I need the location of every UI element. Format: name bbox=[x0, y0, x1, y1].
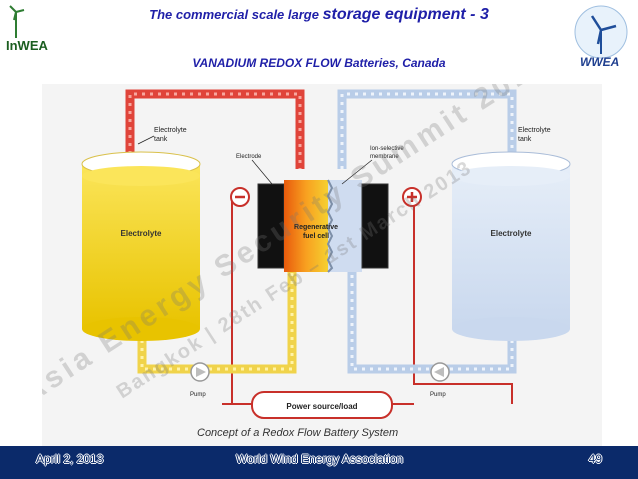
fuel-cell bbox=[257, 179, 389, 273]
right-tank-callout2: tank bbox=[518, 136, 532, 143]
slide-subtitle: VANADIUM REDOX FLOW Batteries, Canada bbox=[192, 56, 446, 70]
right-tank-label: Electrolyte bbox=[491, 229, 532, 238]
diagram-caption: Concept of a Redox Flow Battery System bbox=[197, 427, 398, 439]
power-source-box bbox=[251, 391, 393, 419]
pump-right-label: Pump bbox=[430, 392, 446, 398]
pump-left-label: Pump bbox=[190, 392, 206, 398]
right-tank-callout: Electrolyte bbox=[518, 127, 551, 134]
right-tank bbox=[451, 151, 571, 341]
footer-organization: World Wind Energy Association bbox=[236, 452, 404, 466]
pump-right bbox=[430, 362, 450, 382]
membrane-label2: membrane bbox=[370, 154, 399, 160]
cell-label2: fuel cell bbox=[303, 233, 329, 240]
redox-flow-diagram: Electrolyte Electrolyte Regenerative fue… bbox=[42, 84, 602, 446]
plus-symbol: ⊕ bbox=[412, 218, 413, 220]
inwea-logo: InWEA bbox=[2, 2, 60, 56]
left-tank-callout: Electrolyte bbox=[154, 127, 187, 134]
footer-page-number: 49 bbox=[588, 452, 602, 466]
left-tank bbox=[81, 151, 201, 341]
title-part2: storage equipment - 3 bbox=[322, 6, 489, 23]
cell-label: Regenerative bbox=[294, 224, 338, 231]
left-tank-label: Electrolyte bbox=[121, 229, 162, 238]
slide-title: The commercial scale large storage equip… bbox=[100, 6, 538, 24]
minus-symbol: ⊖ bbox=[240, 218, 241, 220]
electrode-label: Electrode bbox=[236, 154, 262, 160]
pump-left bbox=[190, 362, 210, 382]
wwea-logo-text: WWEA bbox=[580, 55, 619, 69]
inwea-logo-text: InWEA bbox=[6, 38, 48, 53]
slide-footer: April 2, 2013 World Wind Energy Associat… bbox=[0, 446, 638, 479]
power-source-label: Power source/load bbox=[286, 402, 357, 411]
left-tank-callout2: tank bbox=[154, 136, 168, 143]
membrane-label: Ion-selective bbox=[370, 146, 404, 152]
wwea-logo: WWEA bbox=[566, 2, 636, 72]
footer-date: April 2, 2013 bbox=[36, 452, 104, 466]
title-part1: The commercial scale large bbox=[149, 7, 319, 22]
